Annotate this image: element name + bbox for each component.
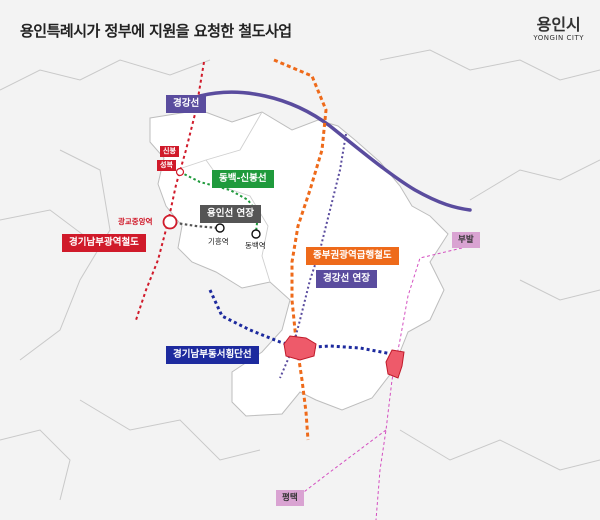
logo-english: YONGIN CITY (533, 34, 584, 42)
label-gyeonggi-nambu: 경기남부광역철도 (62, 234, 146, 252)
label-dongbaek-sinbong: 동백-신봉선 (212, 170, 274, 188)
station-seongbok: 성복 (157, 160, 176, 171)
highlight-area-east (385, 349, 405, 379)
neighbor-boundaries (0, 49, 600, 501)
label-gyeonggang: 경강선 (166, 95, 207, 113)
station-dongbaek: 동백역 (245, 241, 266, 250)
direction-bubal: 부발 (452, 232, 480, 248)
label-dongseo: 경기남부동서횡단선 (166, 346, 259, 364)
gyeonggi-nambu-line (135, 61, 205, 321)
yongin-city-area (149, 109, 449, 417)
station-giheung: 기흥역 (208, 237, 229, 246)
station-sinbong: 신봉 (160, 146, 179, 157)
sinbong-seongbok-marker (175, 167, 185, 177)
label-jungbu: 중부권광역급행철도 (306, 247, 399, 265)
gyeonggang-line (198, 90, 472, 212)
logo-korean: 용인시 (536, 15, 581, 34)
station-gwanggyo: 광교중앙역 (118, 217, 153, 226)
bubal-pyeongtaek-line (375, 247, 463, 520)
yongin-extension-line (169, 220, 219, 230)
label-gyeonggang-extension: 경강선 연장 (316, 270, 378, 288)
giheung-station-marker (215, 223, 225, 233)
dongbaek-station-marker (251, 229, 261, 239)
direction-pyeongtaek: 평택 (276, 490, 304, 506)
page-title: 용인특례시가 정부에 지원을 요청한 철도사업 (20, 22, 292, 40)
pyeongtaek-branch (295, 429, 387, 499)
label-yongin-extension: 용인선 연장 (200, 205, 262, 223)
yongin-logo: 용인시 YONGIN CITY (533, 15, 584, 43)
gwanggyo-station-marker (162, 214, 178, 230)
highlight-area-west (283, 335, 317, 361)
jungbu-express-line (273, 58, 328, 441)
